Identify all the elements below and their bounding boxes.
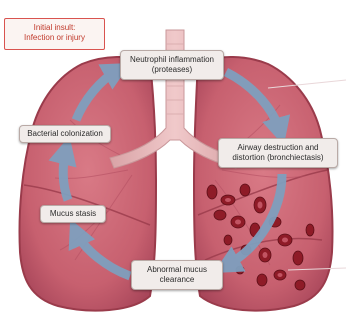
abnormal-mucus-clearance-box: Abnormal mucus clearance (131, 260, 223, 290)
bacterial-colonization-box: Bacterial colonization (19, 125, 111, 143)
airway-destruction-box: Airway destruction and distortion (bronc… (218, 138, 338, 168)
mucus-stasis-label: Mucus stasis (50, 209, 96, 219)
bacterial-colonization-label: Bacterial colonization (27, 129, 103, 139)
neutrophil-inflammation-label: Neutrophil inflammation (130, 55, 214, 65)
mucus-stasis-box: Mucus stasis (40, 205, 106, 223)
neutrophil-inflammation-detail: (proteases) (130, 65, 214, 75)
airway-destruction-detail: distortion (bronchiectasis) (232, 153, 323, 163)
airway-destruction-label: Airway destruction and (232, 143, 323, 153)
abnormal-mucus-label: Abnormal mucus (147, 265, 207, 275)
abnormal-mucus-detail: clearance (147, 275, 207, 285)
initial-insult-detail: Infection or injury (7, 33, 102, 43)
initial-insult-title: Initial insult: (7, 23, 102, 33)
cycle-arrow-4 (63, 150, 68, 200)
neutrophil-inflammation-box: Neutrophil inflammation (proteases) (120, 50, 224, 80)
initial-insult-box: Initial insult: Infection or injury (4, 18, 105, 50)
